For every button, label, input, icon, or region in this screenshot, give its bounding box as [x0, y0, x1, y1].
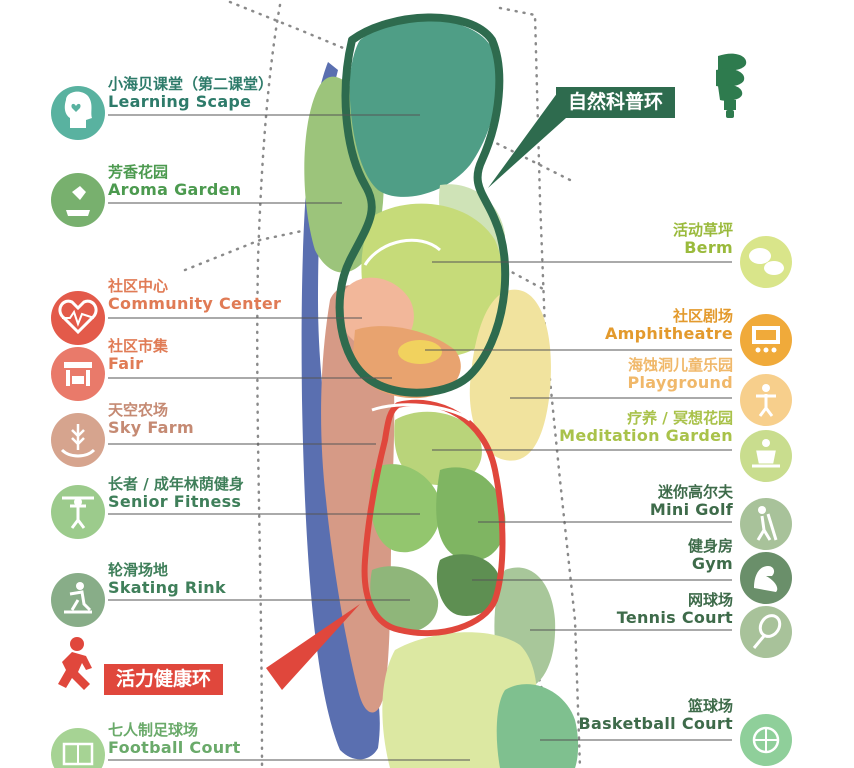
label-learning-scape: 小海贝课堂（第二课堂）Learning Scape — [108, 75, 274, 112]
senior-fitness-area — [370, 464, 441, 553]
label-sky-farm-cn: 天空农场 — [108, 401, 169, 419]
inner-divider-lines — [363, 238, 471, 422]
learning-scape-area — [349, 19, 498, 197]
blue-walkway — [301, 62, 380, 760]
golfer-icon — [740, 498, 792, 550]
nature-ring-tag: 自然科普环 — [556, 87, 676, 118]
label-community-center-en: Community Center — [108, 294, 282, 314]
label-sky-farm-en: Sky Farm — [108, 418, 194, 438]
meditation-garden-area — [394, 411, 482, 485]
mini-golf-area — [436, 467, 506, 561]
amphitheatre-area — [398, 340, 442, 364]
health-ring-tag: 活力健康环 — [104, 664, 224, 695]
left-icons — [51, 86, 105, 768]
label-learning-scape-en: Learning Scape — [108, 92, 252, 112]
label-football-court-cn: 七人制足球场 — [108, 721, 199, 739]
running-person-icon — [58, 637, 92, 690]
weightlifter-icon — [51, 485, 105, 539]
gym-area — [436, 554, 501, 616]
label-aroma-garden-cn: 芳香花园 — [108, 163, 169, 181]
left-leader-lines — [108, 114, 470, 761]
child-play-icon — [740, 374, 792, 426]
label-skating-rink-en: Skating Rink — [108, 578, 226, 598]
label-meditation-garden-cn: 疗养 / 冥想花园 — [627, 409, 733, 427]
label-mini-golf-en: Mini Golf — [649, 500, 733, 520]
label-learning-scape-cn: 小海贝课堂（第二课堂） — [108, 75, 274, 93]
label-meditation-garden-en: Meditation Garden — [559, 426, 733, 446]
health-ring-callout-pointer — [266, 604, 360, 690]
label-basketball-court-en: Basketball Court — [578, 714, 733, 734]
label-mini-golf-cn: 迷你高尔夫 — [657, 483, 733, 501]
label-gym-cn: 健身房 — [687, 537, 733, 555]
label-community-center-cn: 社区中心 — [108, 277, 169, 295]
football-field-icon — [51, 728, 105, 768]
heart-pulse-icon — [51, 291, 105, 345]
label-skating-rink-cn: 轮滑场地 — [108, 561, 169, 579]
right-leader-lines — [425, 261, 732, 741]
label-fair-cn: 社区市集 — [108, 337, 169, 355]
label-basketball-court-cn: 篮球场 — [687, 697, 733, 715]
theatre-stage-icon — [740, 314, 792, 366]
meditation-icon — [740, 430, 792, 482]
label-tennis-court-cn: 网球场 — [687, 591, 733, 609]
label-playground-en: Playground — [627, 373, 733, 393]
label-tennis-court-en: Tennis Court — [616, 608, 733, 628]
label-aroma-garden-en: Aroma Garden — [108, 180, 242, 200]
health-ring — [361, 399, 506, 637]
basketball-court-area — [496, 684, 579, 768]
label-football-court-en: Football Court — [108, 738, 241, 758]
skating-rink-area — [370, 566, 439, 633]
label-fair-en: Fair — [108, 354, 144, 374]
tennis-racket-icon — [740, 606, 792, 658]
label-senior-fitness-en: Senior Fitness — [108, 492, 242, 512]
lightbulb-icon — [716, 53, 747, 118]
label-senior-fitness-cn: 长者 / 成年林荫健身 — [108, 475, 244, 493]
label-berm-cn: 活动草坪 — [672, 221, 733, 239]
nature-ring-callout-pointer — [488, 92, 566, 188]
label-playground-cn: 海蚀洞儿童乐园 — [627, 356, 733, 374]
label-gym-en: Gym — [691, 554, 733, 574]
speech-bubbles-icon — [740, 236, 792, 288]
head-heart-icon — [51, 86, 105, 140]
wheat-hand-icon — [51, 413, 105, 467]
market-stall-icon — [51, 347, 105, 401]
hand-bird-icon — [51, 173, 105, 227]
muscle-arm-icon — [740, 552, 792, 604]
right-icons — [740, 236, 792, 766]
label-amphitheatre-cn: 社区剧场 — [672, 307, 733, 325]
nature-ring — [335, 13, 510, 397]
basketball-icon — [740, 714, 792, 766]
label-amphitheatre-en: Amphitheatre — [604, 324, 733, 344]
label-berm-en: Berm — [684, 238, 733, 258]
skateboarder-icon — [51, 573, 105, 627]
playground-area — [469, 289, 551, 461]
